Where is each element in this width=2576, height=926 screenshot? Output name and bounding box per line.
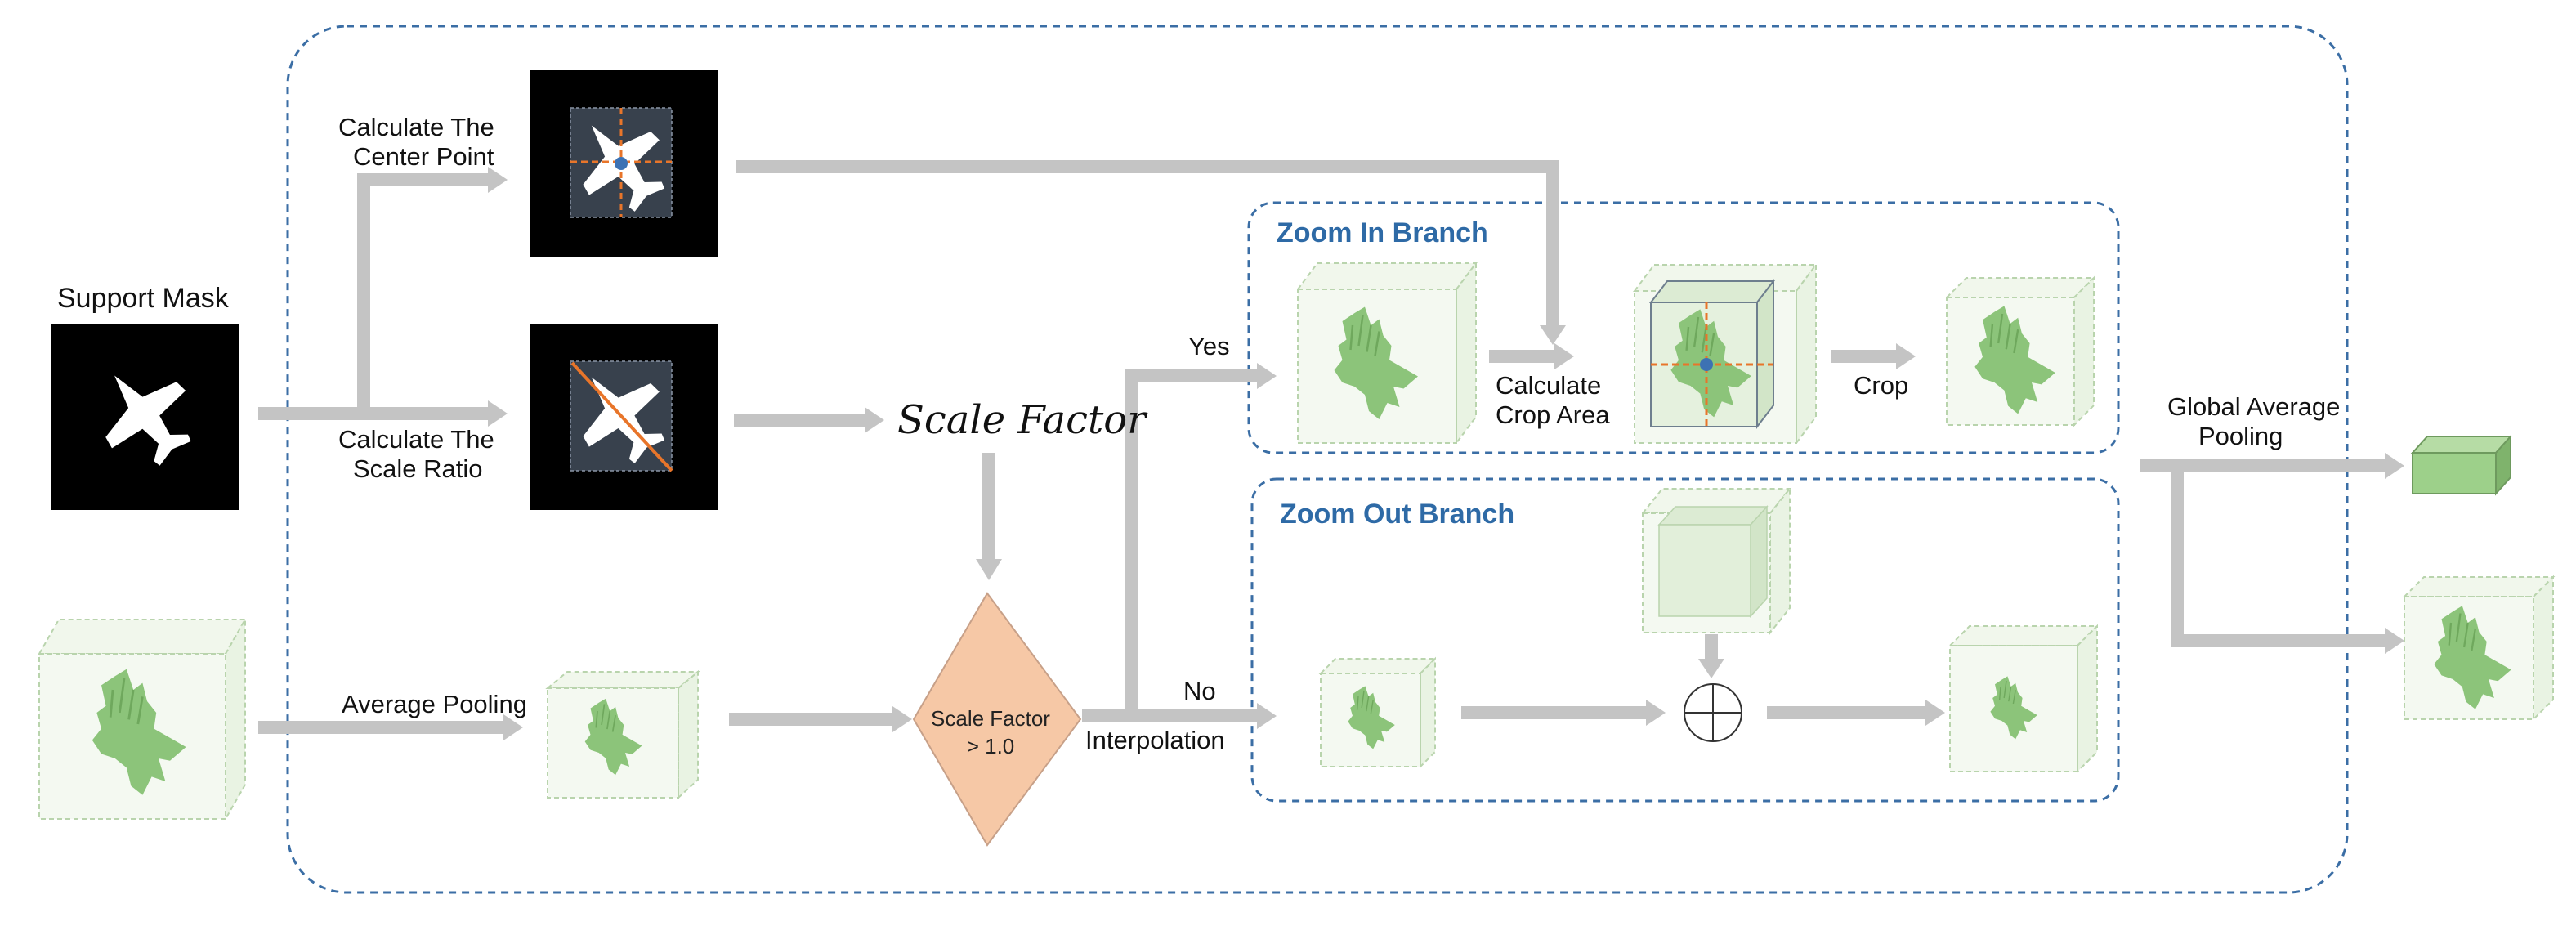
arrow-no-branch — [1131, 709, 1257, 722]
yes-label: Yes — [1188, 332, 1230, 360]
calc-scale-label-line1: Calculate The — [338, 425, 494, 454]
arrow-group — [258, 160, 2404, 740]
output-feature-cube — [2402, 575, 2556, 722]
arrow-to-sum — [1461, 706, 1646, 719]
arrow-head — [865, 407, 884, 433]
arrow-head — [1540, 325, 1566, 345]
arrow-to-scale-ratio — [364, 407, 488, 420]
center-point-dot — [615, 157, 628, 170]
arrow-to-avg-pooling — [258, 721, 503, 734]
gap-label-line2: Pooling — [2198, 422, 2283, 450]
zoom-out-branch-box — [1250, 477, 2120, 803]
prototype-vector — [2410, 434, 2513, 496]
arrow-decision-out — [1082, 709, 1131, 722]
no-label: No — [1183, 677, 1216, 705]
arrow-head — [976, 559, 1002, 580]
arrow-scale-factor-down — [982, 453, 995, 559]
decision-diamond — [912, 592, 1082, 847]
sum-operator-icon — [1684, 683, 1742, 742]
arrow-gap-vertical — [2171, 459, 2184, 647]
crop-area-label-line1: Calculate — [1496, 371, 1601, 400]
arrow-head — [2385, 453, 2404, 479]
gap-label-line1: Global Average — [2167, 392, 2340, 421]
arrow-head — [1554, 343, 1574, 369]
arrow-head — [892, 706, 912, 732]
arrow-head — [503, 714, 523, 740]
arrow-to-crop — [1831, 350, 1896, 363]
calc-center-label-line1: Calculate The — [338, 113, 494, 141]
arrow-head — [488, 167, 508, 193]
arrow-mask-vertical — [357, 173, 370, 420]
arrow-yes-branch — [1125, 369, 1257, 382]
arrow-to-crop-area — [1489, 350, 1554, 363]
query-feature-cube — [38, 616, 247, 822]
zoom-in-input-cube — [1296, 261, 1478, 445]
zoom-out-padding-cube — [1640, 486, 1792, 635]
zoom-in-output-cube — [1944, 275, 2096, 427]
scale-factor-label: Scale Factor — [897, 397, 1148, 443]
arrow-center-to-crop-v — [1546, 160, 1559, 327]
average-pooling-label: Average Pooling — [342, 690, 527, 718]
support-mask-label: Support Mask — [57, 283, 230, 314]
arrow-head — [2385, 628, 2404, 654]
arrow-to-center-point — [357, 173, 488, 186]
scale-diagonal-line — [570, 361, 673, 472]
arrow-to-scale-factor — [734, 414, 865, 427]
arrow-to-output-feature — [2171, 634, 2385, 647]
arrow-to-decision — [729, 713, 892, 726]
arrow-head — [488, 400, 508, 427]
decision-text-line1: Scale Factor — [931, 706, 1050, 731]
crop-area-label-line2: Crop Area — [1496, 400, 1610, 429]
arrow-center-to-crop-h — [736, 160, 1559, 173]
pooled-feature-cube — [545, 669, 700, 800]
zoom-out-input-cube — [1318, 656, 1438, 769]
arrow-sum-to-output — [1767, 706, 1925, 719]
arrow-yes-vertical — [1125, 369, 1138, 722]
arrow-head — [1925, 700, 1945, 726]
arrow-pad-down — [1705, 634, 1718, 659]
crop-label: Crop — [1854, 371, 1908, 400]
arrow-head — [1257, 363, 1277, 389]
decision-text-line2: > 1.0 — [967, 734, 1015, 758]
arrow-head — [1896, 343, 1916, 369]
zoom-out-branch-title: Zoom Out Branch — [1280, 499, 1514, 530]
arrow-head — [1646, 700, 1666, 726]
arrow-head — [1698, 659, 1724, 678]
crop-area-cube — [1633, 262, 1818, 445]
arrow-to-gap-vector — [2140, 459, 2385, 472]
arrow-mask-trunk — [258, 407, 364, 420]
calc-center-label-line2: Center Point — [353, 142, 494, 171]
calc-scale-label-line2: Scale Ratio — [353, 454, 483, 483]
zoom-in-branch-title: Zoom In Branch — [1277, 217, 1488, 248]
arrow-head — [1257, 703, 1277, 729]
interpolation-label: Interpolation — [1085, 726, 1225, 754]
zoom-out-output-cube — [1948, 624, 2100, 774]
zoom-in-branch-box — [1247, 201, 2120, 454]
